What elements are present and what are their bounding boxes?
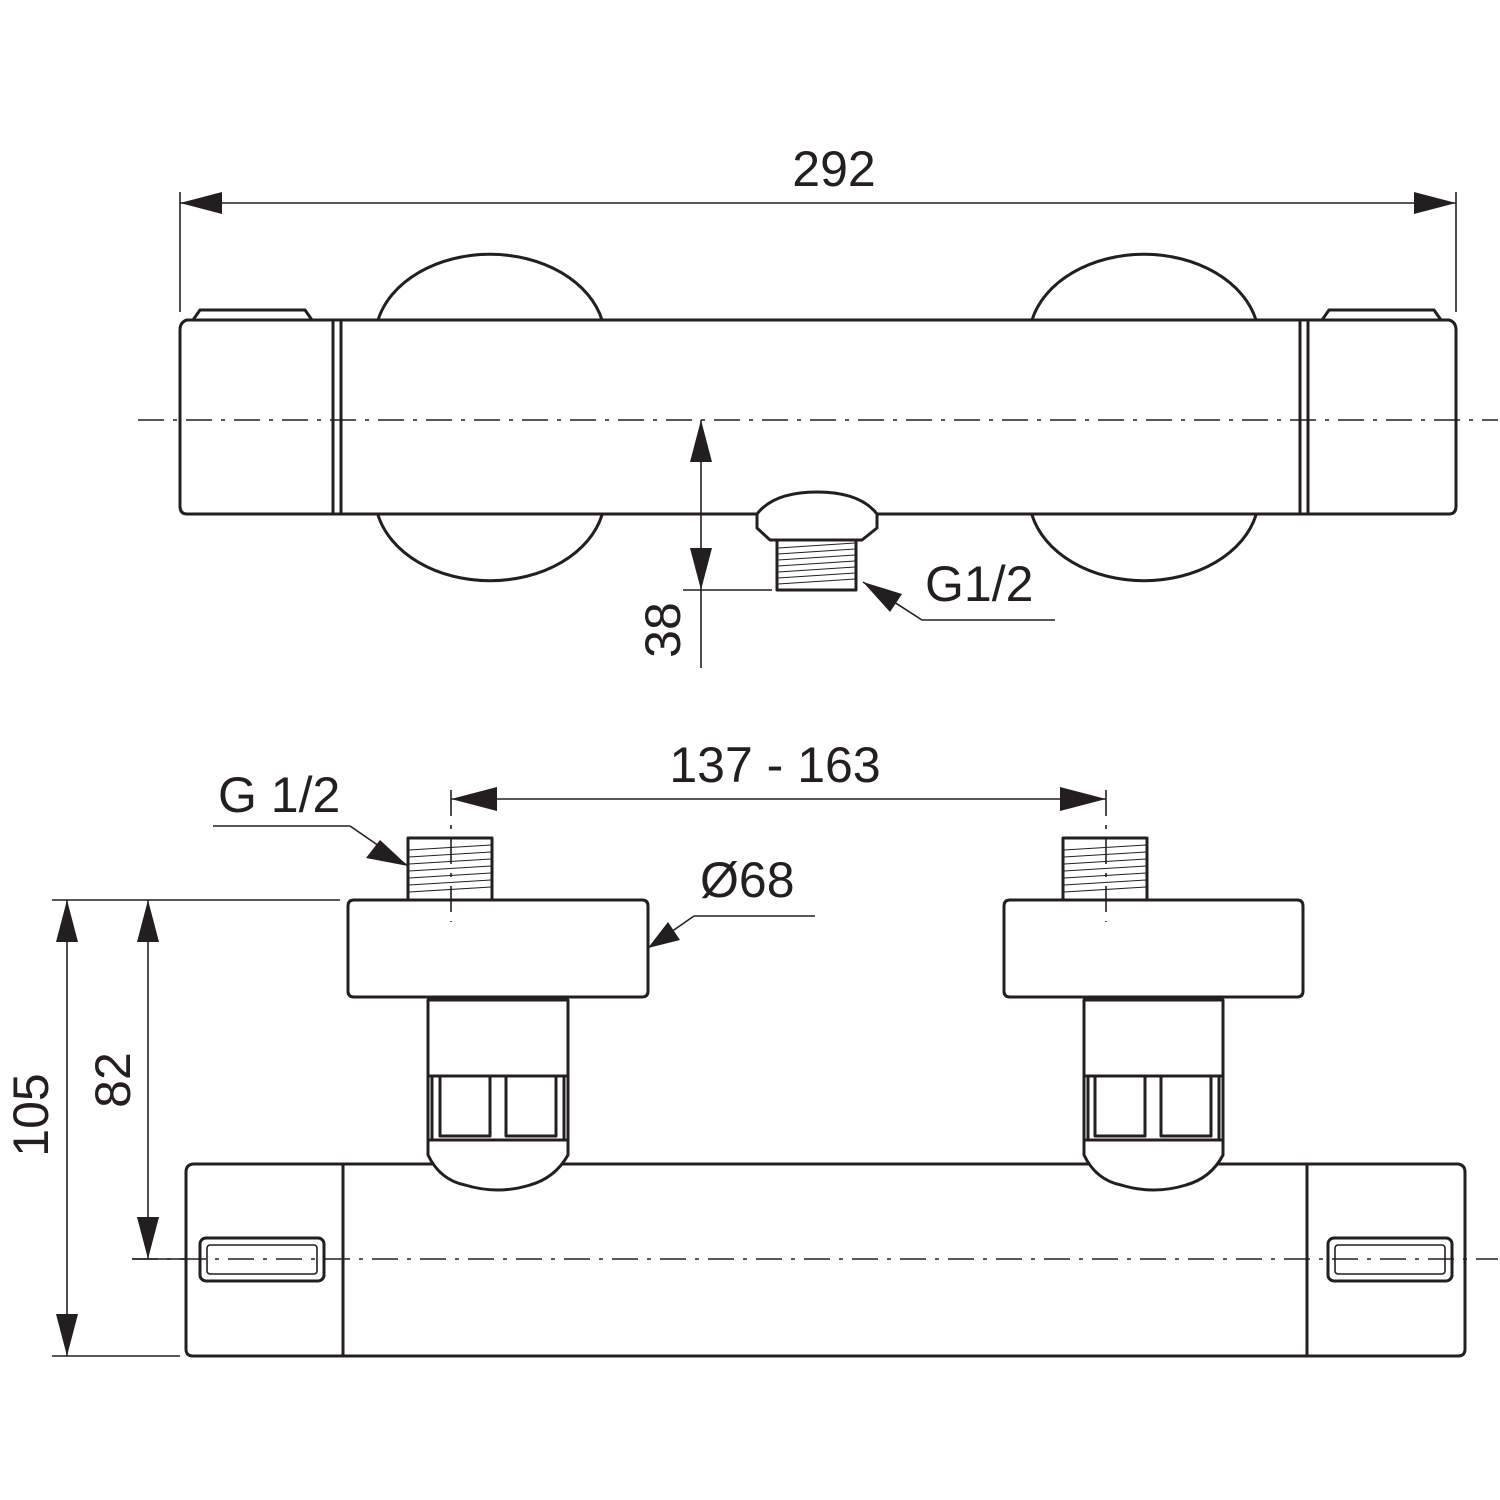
inlet-thread-left-hatch (408, 844, 492, 893)
front-body-outline (184, 1162, 1467, 1358)
flange-left (346, 898, 650, 999)
outlet-thread-leader: G1/2 (862, 556, 1055, 621)
inlet-thread-right-hatch (1063, 844, 1147, 893)
dimension-105: 105 (3, 899, 340, 1357)
outlet-nut (755, 490, 879, 542)
outlet-offset-label: 38 (635, 602, 691, 658)
dimension-38: 38 (635, 420, 772, 668)
rosette-left-bottom (376, 513, 604, 583)
dimension-292: 292 (179, 141, 1457, 312)
inlet-thread-label: G 1/2 (218, 767, 340, 823)
eccentric-sleeve-right (1082, 998, 1225, 1142)
overall-width-label: 292 (792, 141, 875, 197)
eccentric-sleeve-left (426, 998, 570, 1142)
rosette-right-bottom (1030, 513, 1258, 583)
outlet-thread-label: G1/2 (925, 556, 1033, 612)
outlet-thread-hatch (777, 542, 856, 585)
flange-right (1002, 898, 1305, 999)
rosette-left-top (376, 252, 604, 322)
dimension-inlet-spacing: 137 - 163 (451, 737, 1106, 811)
inlet-thread-leader: G 1/2 (213, 767, 409, 867)
inlet-spacing-label: 137 - 163 (669, 737, 880, 793)
axis-depth-label: 82 (85, 1052, 141, 1108)
nut-flat-left-1 (438, 1074, 492, 1138)
handle-grip-left (191, 308, 314, 322)
flange-diameter-label: Ø68 (700, 852, 795, 908)
nut-flat-right-2 (1159, 1074, 1213, 1138)
top-view: 292 38 G1/2 (138, 141, 1498, 668)
dimension-82: 82 (85, 900, 186, 1260)
inlet-boss-right (1082, 1138, 1225, 1192)
body-outline (178, 318, 1458, 516)
nut-flat-left-2 (504, 1074, 558, 1138)
overall-depth-label: 105 (3, 1073, 59, 1156)
flange-diameter-leader: Ø68 (647, 852, 815, 949)
inlet-boss-left (426, 1138, 570, 1192)
rosette-right-top (1030, 252, 1258, 322)
handle-grip-right (1320, 308, 1443, 322)
front-view: 137 - 163 G 1/2 Ø68 105 (3, 737, 1498, 1358)
nut-flat-right-1 (1093, 1074, 1147, 1138)
